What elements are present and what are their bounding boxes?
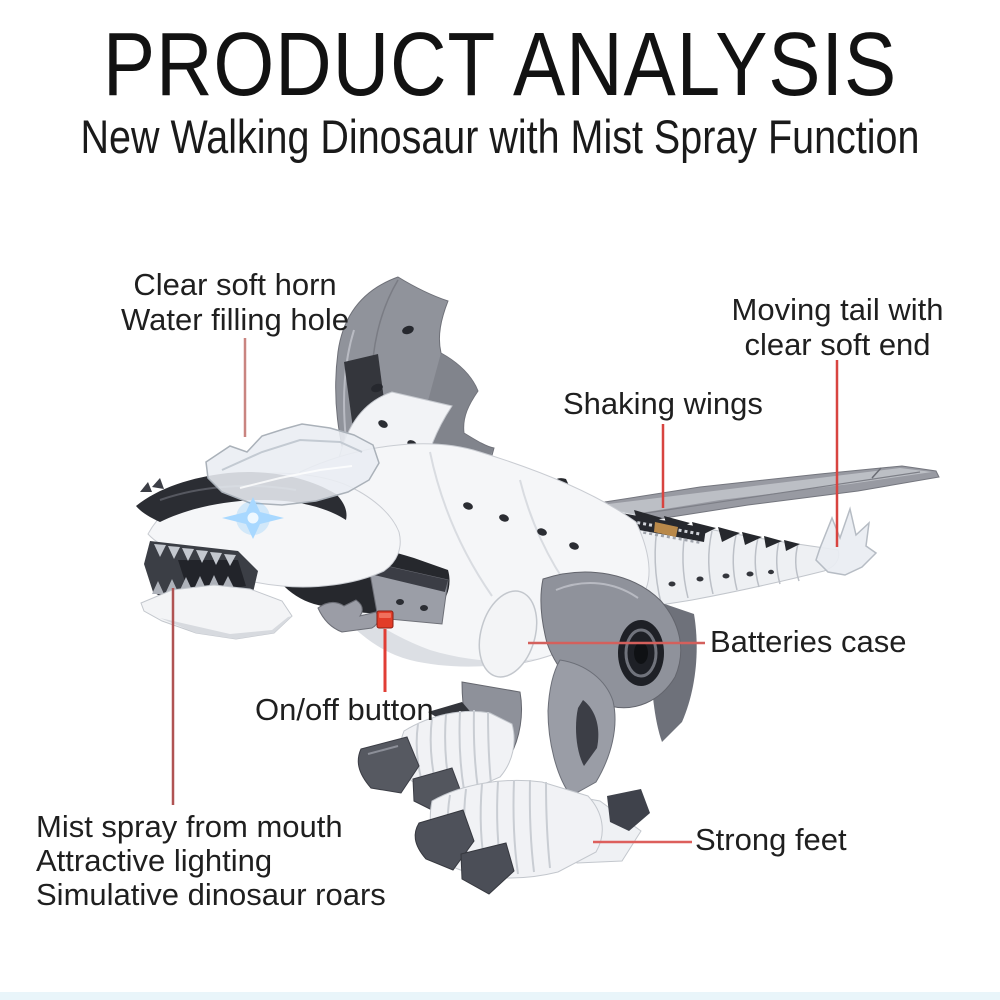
label-batteries-case: Batteries case: [710, 624, 907, 659]
label-clear-soft-horn: Clear soft horn Water filling hole: [120, 267, 349, 337]
clear-tail-tip: [815, 506, 878, 576]
front-arm-claw: [317, 599, 379, 633]
label-shaking-wings: Shaking wings: [563, 386, 763, 421]
feet: [357, 702, 650, 895]
lower-teeth: [152, 575, 234, 594]
upper-teeth: [154, 544, 236, 566]
callout-lines: [171, 338, 839, 844]
label-strong-feet: Strong feet: [695, 822, 847, 857]
extended-wing: [559, 465, 940, 539]
power-button-icon: [376, 610, 394, 629]
label-mist-spray: Mist spray from mouth Attractive lightin…: [36, 809, 386, 912]
label-on-off-button: On/off button: [255, 692, 434, 727]
label-moving-tail: Moving tail with clear soft end: [731, 292, 944, 362]
page-title: PRODUCT ANALYSIS: [102, 15, 898, 115]
page-subtitle: New Walking Dinosaur with Mist Spray Fun…: [80, 110, 920, 163]
tail-dots: [668, 569, 774, 587]
legs: [461, 571, 697, 797]
bottom-strip: [0, 992, 1000, 1000]
